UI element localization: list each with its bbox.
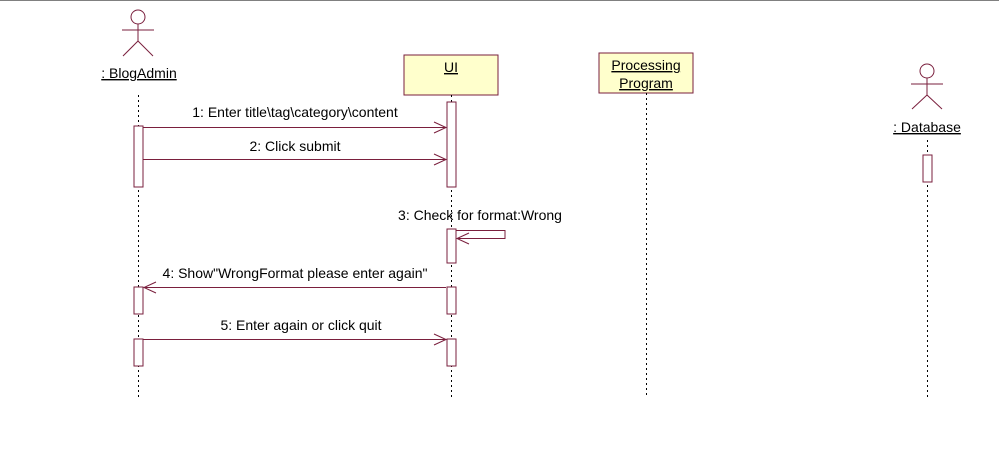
activation-ui-1 (446, 101, 457, 188)
message-2-arrowhead (433, 153, 448, 166)
object-processing-box[interactable] (598, 52, 694, 94)
activation-blogadmin-2 (133, 286, 144, 315)
message-1-arrowhead (433, 121, 448, 134)
message-3-arrowhead (455, 232, 470, 245)
actor-left-leg (122, 40, 139, 57)
message-5-label: 5: Enter again or click quit (220, 317, 381, 333)
actor-database-label: : Database (893, 119, 961, 135)
object-ui-label: UI (444, 59, 458, 75)
actor-right-leg (137, 40, 154, 57)
actor-blogadmin-label: : BlogAdmin (101, 65, 176, 81)
activation-database-1 (922, 154, 933, 183)
actor-right-leg (926, 94, 943, 110)
actor-database[interactable] (911, 63, 943, 110)
object-ui-box[interactable] (403, 54, 499, 96)
activation-ui-4 (446, 338, 457, 367)
message-5-arrowhead (433, 333, 448, 346)
message-2-label: 2: Click submit (249, 138, 340, 154)
message-4-arrowhead (142, 281, 157, 294)
activation-ui-3 (446, 286, 457, 315)
actor-head (919, 63, 935, 79)
message-1-label: 1: Enter title\tag\category\content (192, 104, 398, 120)
message-4-label: 4: Show"WrongFormat please enter again" (163, 265, 428, 281)
actor-left-leg (911, 94, 928, 110)
activation-ui-2 (446, 228, 457, 264)
message-3-label: 3: Check for format:Wrong (398, 207, 562, 223)
activation-blogadmin-1 (133, 125, 144, 188)
actor-head (130, 9, 146, 25)
message-3-arrow[interactable] (456, 230, 506, 239)
object-processing-label-line2: Program (619, 75, 673, 91)
actor-blogadmin[interactable] (122, 9, 154, 57)
activation-blogadmin-3 (133, 338, 144, 367)
object-processing-label-line1: Processing (611, 57, 680, 73)
